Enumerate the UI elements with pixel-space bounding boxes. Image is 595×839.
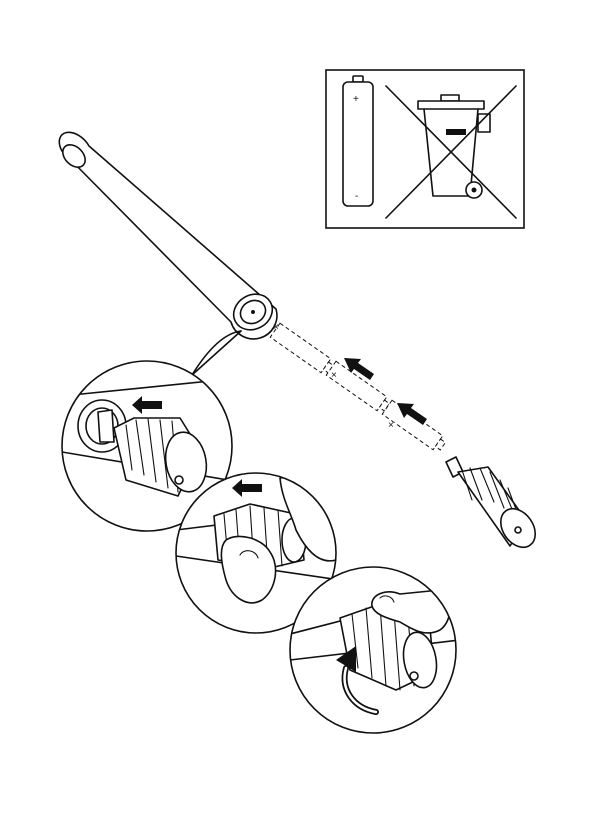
svg-text:×: × — [273, 322, 279, 333]
battery-disposal-notice: + - — [326, 70, 524, 228]
svg-text:×: × — [388, 420, 394, 431]
battery-plus-symbol: + — [353, 94, 359, 105]
tube-handle — [58, 132, 278, 339]
battery-minus-symbol: - — [355, 191, 358, 202]
svg-text:×: × — [331, 370, 337, 381]
ghost-batteries: × × × — [270, 322, 447, 453]
battery-icon: + - — [343, 76, 373, 206]
detail-twist-cap — [290, 567, 460, 733]
end-cap — [446, 457, 542, 554]
